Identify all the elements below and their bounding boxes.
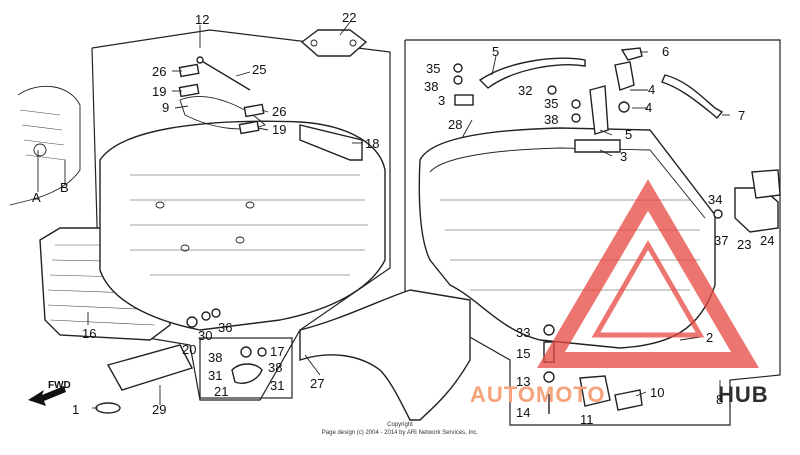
- strap-top: [478, 57, 586, 89]
- callout-4-top[interactable]: 4: [648, 82, 655, 97]
- hinge-bracket: [300, 29, 368, 57]
- callout-38-top[interactable]: 38: [424, 79, 438, 94]
- gasket: [179, 96, 266, 130]
- bottom-tray: [299, 289, 471, 421]
- copyright-line-1: Copyright: [387, 422, 413, 428]
- callout-A[interactable]: A: [32, 190, 41, 205]
- latch-assembly: [734, 169, 781, 233]
- callout-5-top[interactable]: 5: [492, 44, 499, 59]
- callout-34[interactable]: 34: [708, 192, 722, 207]
- callout-37[interactable]: 37: [714, 233, 728, 248]
- callout-4-bottom[interactable]: 4: [645, 100, 652, 115]
- callout-35-top[interactable]: 35: [426, 61, 440, 76]
- strap-side: [661, 74, 724, 119]
- callout-29[interactable]: 29: [152, 402, 166, 417]
- callout-33[interactable]: 33: [516, 325, 530, 340]
- callout-23[interactable]: 23: [737, 237, 751, 252]
- callout-14[interactable]: 14: [516, 405, 530, 420]
- callout-30[interactable]: 30: [198, 328, 212, 343]
- callout-28[interactable]: 28: [448, 117, 462, 132]
- o-ring: [95, 402, 121, 414]
- callout-19-bottom[interactable]: 19: [272, 122, 286, 137]
- callout-38-right[interactable]: 38: [268, 360, 282, 375]
- plate: [106, 344, 194, 391]
- callout-24[interactable]: 24: [760, 233, 774, 248]
- watermark-auto-text: AUTOMOTO: [470, 382, 606, 407]
- callout-6[interactable]: 6: [662, 44, 669, 59]
- fasteners-right: [453, 63, 723, 219]
- callout-27[interactable]: 27: [310, 376, 324, 391]
- watermark-hub-text: HUB: [718, 382, 769, 407]
- callout-38-mid[interactable]: 38: [544, 112, 558, 127]
- callout-7[interactable]: 7: [738, 108, 745, 123]
- hinge-assembly: [199, 337, 293, 399]
- callout-10[interactable]: 10: [650, 385, 664, 400]
- callout-36[interactable]: 36: [218, 320, 232, 335]
- callout-11[interactable]: 11: [580, 412, 594, 427]
- watermark-text: AUTOMOTO HUB: [470, 382, 769, 407]
- lower-brackets: [579, 375, 643, 411]
- callout-31-left[interactable]: 31: [208, 368, 222, 383]
- callout-15[interactable]: 15: [516, 346, 530, 361]
- copyright-line-2: Page design (c) 2004 - 2014 by ARI Netwo…: [322, 430, 479, 436]
- callout-22[interactable]: 22: [342, 10, 356, 25]
- rod: [196, 56, 251, 91]
- callout-13[interactable]: 13: [516, 374, 530, 389]
- callout-9[interactable]: 9: [162, 100, 169, 115]
- callout-26-top[interactable]: 26: [152, 64, 166, 79]
- strap-bracket: [299, 124, 363, 161]
- trunk-body: [418, 127, 716, 349]
- fwd-arrow: FWD: [28, 380, 71, 406]
- callout-3-top[interactable]: 3: [438, 93, 445, 108]
- callout-18[interactable]: 18: [365, 136, 379, 151]
- hinge-parts-right: [454, 85, 621, 153]
- callout-38-left[interactable]: 38: [208, 350, 222, 365]
- seat-body: [99, 120, 386, 331]
- latch: [614, 47, 643, 91]
- callout-21[interactable]: 21: [214, 384, 228, 399]
- watermark-logo: [537, 179, 759, 368]
- callout-3-bottom[interactable]: 3: [620, 149, 627, 164]
- fastener-set-left: [186, 308, 221, 328]
- pads: [178, 63, 265, 135]
- callout-B[interactable]: B: [60, 180, 69, 195]
- callout-32[interactable]: 32: [518, 83, 532, 98]
- callout-labels: 12 22 26 25 19 9 26 19 18 A B 16 20 30 3…: [32, 10, 774, 427]
- callout-26-bottom[interactable]: 26: [272, 104, 286, 119]
- callout-35-mid[interactable]: 35: [544, 96, 558, 111]
- callout-17[interactable]: 17: [270, 344, 284, 359]
- callout-5-bottom[interactable]: 5: [625, 127, 632, 142]
- callout-20[interactable]: 20: [182, 342, 196, 357]
- fwd-label: FWD: [48, 380, 71, 391]
- callout-25[interactable]: 25: [252, 62, 266, 77]
- callout-31-right[interactable]: 31: [270, 378, 284, 393]
- callout-8[interactable]: 8: [716, 392, 723, 407]
- callout-19-top[interactable]: 19: [152, 84, 166, 99]
- callout-16[interactable]: 16: [82, 326, 96, 341]
- callout-12[interactable]: 12: [195, 12, 209, 27]
- callout-1[interactable]: 1: [72, 402, 79, 417]
- callout-2[interactable]: 2: [706, 330, 713, 345]
- frame-cutaway: [9, 85, 81, 206]
